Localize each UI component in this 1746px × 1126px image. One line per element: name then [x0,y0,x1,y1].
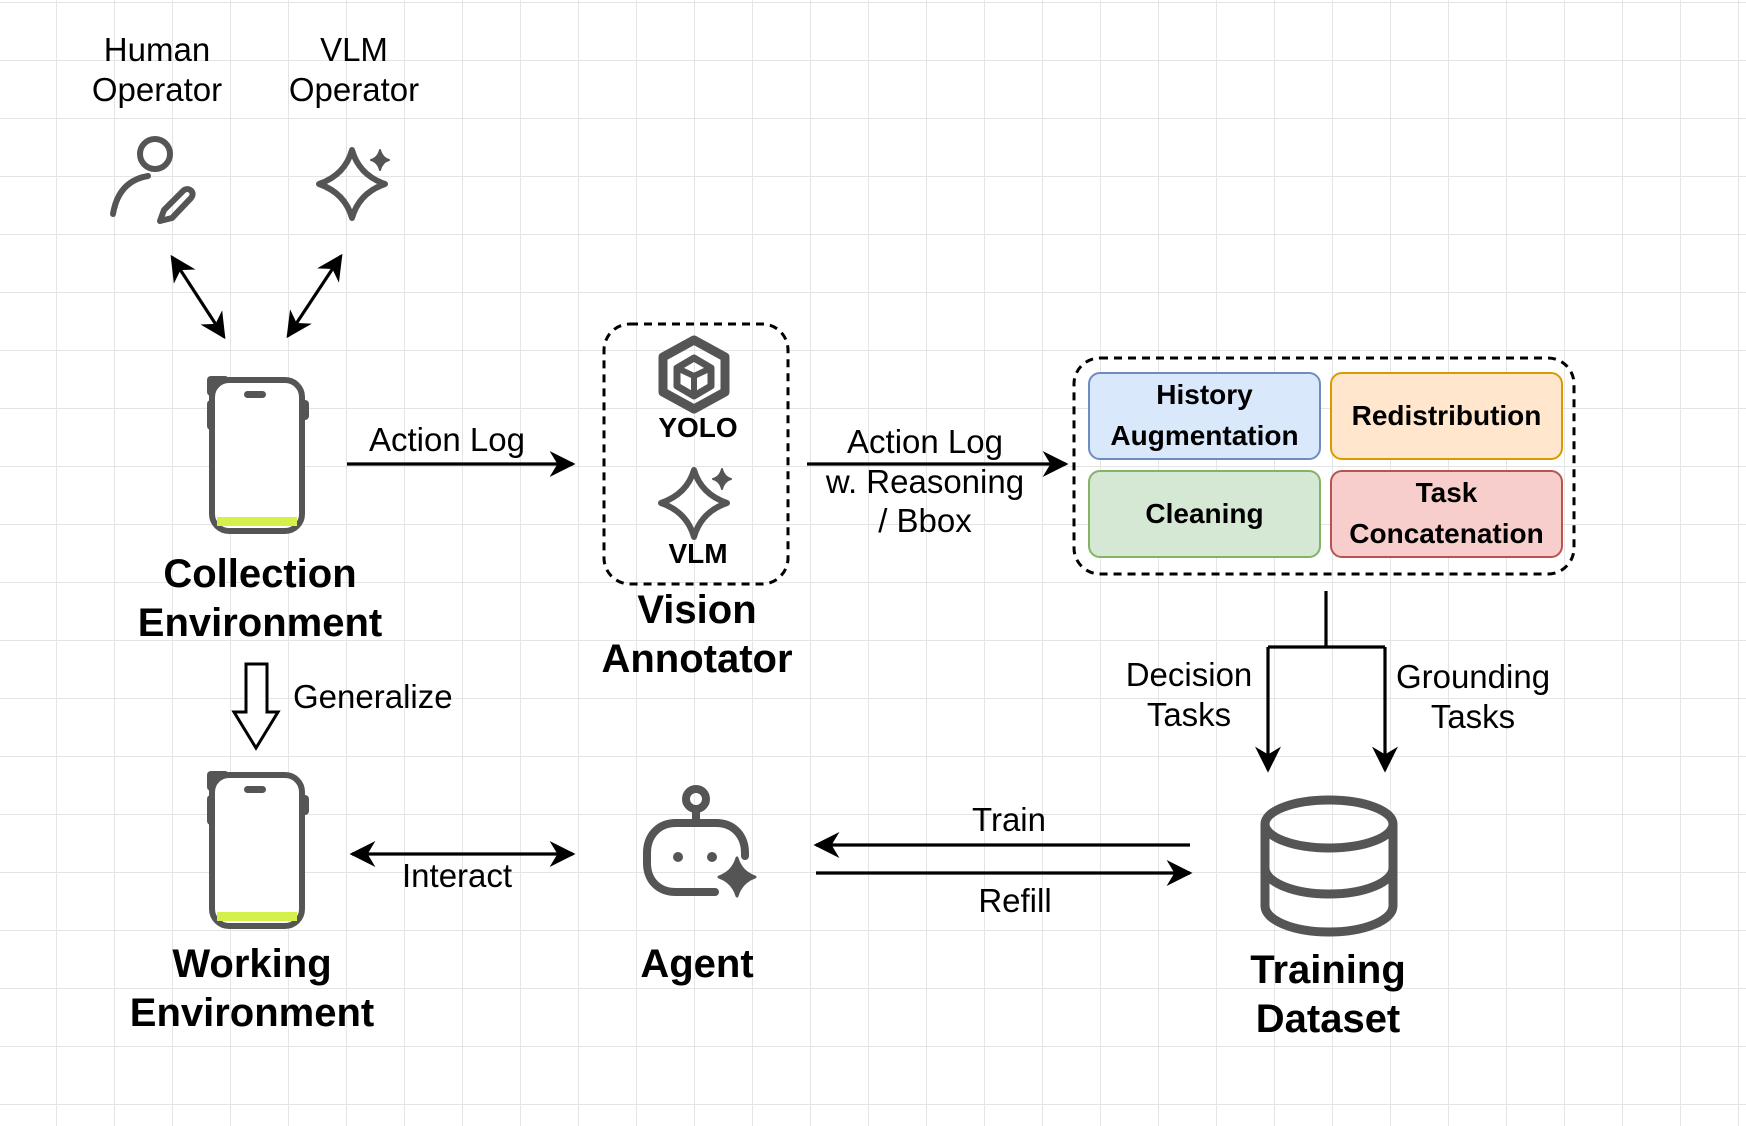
redistribution-box: Redistribution [1330,372,1563,460]
working-phone-icon [207,771,309,929]
split-connector [1268,591,1385,649]
human-env-arrow [170,254,226,340]
flow-arrows [347,451,1398,886]
yolo-label: YOLO [658,412,738,443]
interact-label: Interact [402,857,513,894]
vlm-env-arrow [286,253,343,339]
action-log-label: Action Log [369,421,525,458]
processing-container [1072,356,1576,576]
decision-tasks-label: Decision Tasks [1125,656,1253,734]
training-dataset-label: Training Dataset [1250,948,1406,1041]
action-log-reasoning-label: Action Log w. Reasoning / Bbox [825,423,1025,540]
annotator-vlm-label: VLM [668,538,728,569]
cleaning-box: Cleaning [1088,470,1321,558]
grounding-tasks-label: Grounding Tasks [1395,658,1551,736]
agent-label: Agent [640,942,754,986]
vlm-operator-label: VLM Operator [288,31,420,109]
refill-label: Refill [978,882,1052,919]
history-augmentation-box: History Augmentation [1088,372,1321,460]
operator-arrows [170,253,343,340]
yolo-cube-icon [658,335,730,414]
human-operator-label: Human Operator [91,31,223,109]
train-label: Train [972,801,1046,838]
vlm-operator-sparkle-icon [316,147,390,221]
annotator-vlm-sparkle-icon [658,467,732,540]
collection-phone-icon [207,376,309,534]
generalize-label: Generalize [293,678,453,715]
human-operator-icon [110,136,196,224]
task-concatenation-box: Task Concatenation [1330,470,1563,558]
vision-annotator-label: Vision Annotator [601,588,793,681]
working-environment-label: Working Environment [129,942,375,1035]
collection-environment-label: Collection Environment [137,552,383,645]
database-icon [1260,795,1398,937]
generalize-arrow [231,662,281,751]
agent-robot-icon [643,785,757,898]
